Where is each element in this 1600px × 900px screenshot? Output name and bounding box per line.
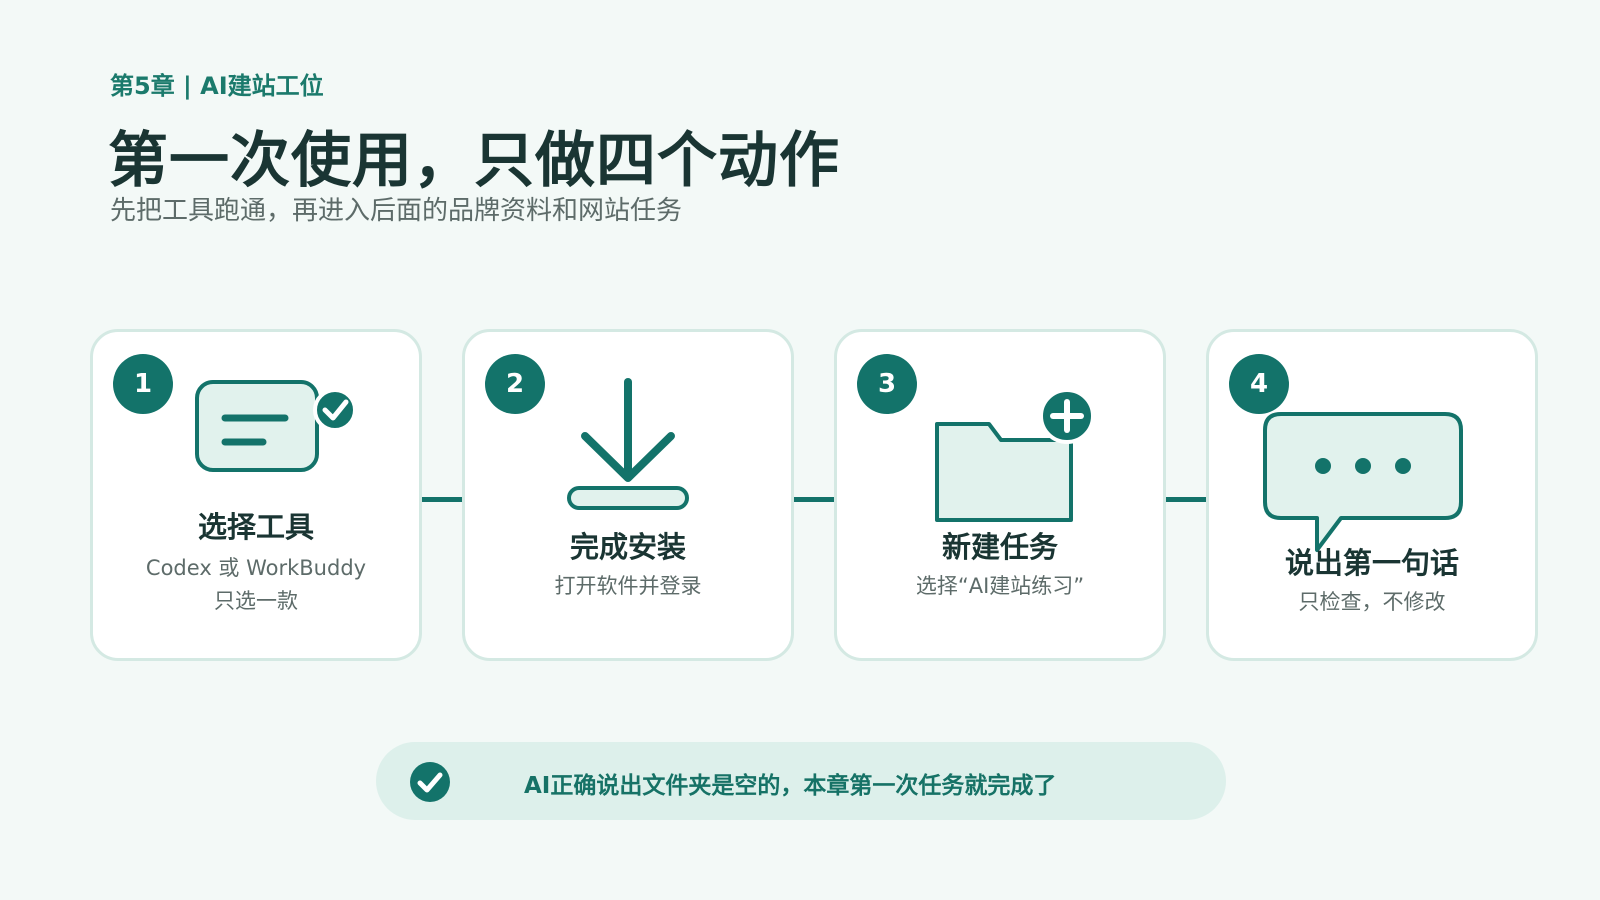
chapter-label: 第5章 | AI建站工位 bbox=[110, 72, 324, 100]
step-desc-line2: 只选一款 bbox=[214, 589, 298, 613]
step-card-select-tool: 1 选择工具 Codex 或 WorkBuddy 只选一款 bbox=[90, 329, 422, 661]
step-connector bbox=[1166, 497, 1206, 502]
download-icon bbox=[567, 378, 689, 510]
step-number-badge: 3 bbox=[857, 354, 917, 414]
step-title: 新建任务 bbox=[941, 530, 1058, 564]
speech-bubble-icon bbox=[1263, 412, 1463, 552]
step-desc-line1: 打开软件并登录 bbox=[554, 574, 702, 598]
step-title: 完成安装 bbox=[569, 530, 686, 564]
step-desc-line1: Codex 或 WorkBuddy bbox=[145, 556, 367, 580]
step-desc-line1: 只检查，不修改 bbox=[1298, 590, 1446, 614]
step-number-badge: 1 bbox=[113, 354, 173, 414]
completion-note: AI正确说出文件夹是空的，本章第一次任务就完成了 bbox=[376, 742, 1226, 820]
step-card-install: 2 完成安装 打开软件并登录 bbox=[462, 329, 794, 661]
step-card-first-sentence: 4 说出第一句话 只检查，不修改 bbox=[1206, 329, 1538, 661]
step-title: 说出第一句话 bbox=[1284, 546, 1459, 580]
chat-window-check-icon bbox=[195, 380, 357, 472]
step-connector bbox=[422, 497, 462, 502]
check-circle-icon bbox=[410, 762, 450, 802]
folder-plus-icon bbox=[935, 388, 1095, 522]
completion-note-text: AI正确说出文件夹是空的，本章第一次任务就完成了 bbox=[524, 773, 1057, 799]
step-desc-line1: 选择“AI建站练习” bbox=[915, 574, 1085, 598]
page-subtitle: 先把工具跑通，再进入后面的品牌资料和网站任务 bbox=[110, 196, 683, 226]
step-connector bbox=[794, 497, 834, 502]
page-title: 第一次使用，只做四个动作 bbox=[108, 126, 840, 196]
step-number-badge: 4 bbox=[1229, 354, 1289, 414]
step-card-new-task: 3 新建任务 选择“AI建站练习” bbox=[834, 329, 1166, 661]
step-title: 选择工具 bbox=[197, 510, 314, 544]
step-number-badge: 2 bbox=[485, 354, 545, 414]
